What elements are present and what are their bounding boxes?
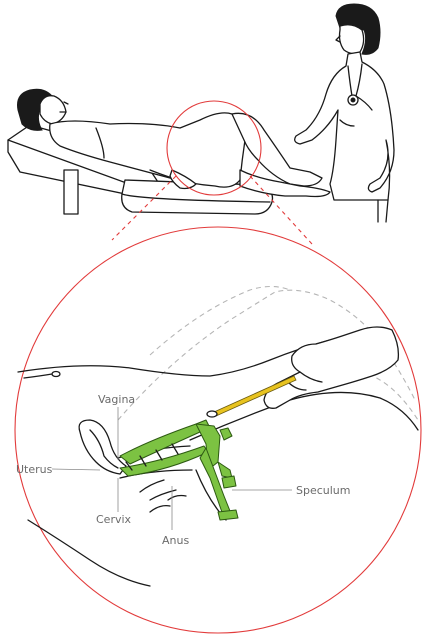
body-contour: [17, 339, 331, 377]
magnified-anatomy: [17, 285, 419, 587]
label-leaders: [51, 407, 292, 530]
label-vagina: Vagina: [98, 393, 135, 406]
exam-scene: [7, 3, 395, 245]
uterus: [78, 419, 127, 475]
speculum: [119, 419, 239, 521]
label-speculum: Speculum: [296, 484, 351, 497]
swab-tip: [206, 410, 218, 418]
zoom-line-left: [111, 175, 177, 241]
magnified-view-circle: [14, 226, 422, 634]
hidden-leg-outline: [149, 285, 291, 356]
examiner-hand: [263, 326, 400, 409]
label-cervix: Cervix: [96, 513, 132, 526]
thigh-contour: [189, 391, 419, 441]
label-anus: Anus: [162, 534, 189, 547]
label-uterus: Uterus: [16, 463, 53, 476]
focus-circle: [166, 100, 262, 196]
hidden-thigh-outline: [117, 289, 416, 421]
doctor: [294, 3, 395, 223]
perineum: [167, 494, 187, 501]
patient: [17, 88, 331, 198]
